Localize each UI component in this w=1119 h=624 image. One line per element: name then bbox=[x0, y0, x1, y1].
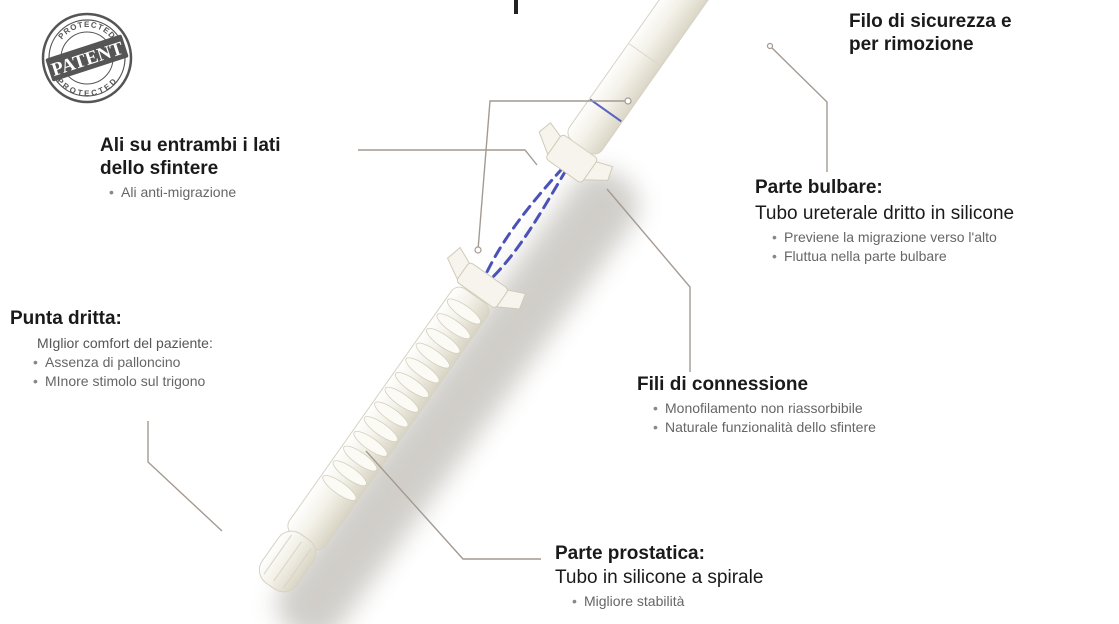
leader-dots bbox=[474, 42, 774, 254]
leader-prostatica bbox=[365, 450, 541, 560]
leader-lines bbox=[147, 45, 828, 560]
punta-bullet: MInore stimolo sul trigono bbox=[32, 372, 213, 391]
prostatica-subtitle: Tubo in silicone a spirale bbox=[555, 567, 764, 588]
filo-title-line2: per rimozione bbox=[849, 34, 974, 55]
ali-bullet: Ali anti-migrazione bbox=[108, 183, 281, 202]
ali-bullets: Ali anti-migrazione bbox=[108, 183, 281, 202]
fili-bullets: Monofilamento non riassorbibile Naturale… bbox=[652, 399, 876, 437]
punta-intro: MIglior comfort del paziente: bbox=[37, 335, 213, 351]
leader-ali-lower bbox=[477, 100, 628, 251]
badge-top-text: PROTECTED bbox=[57, 20, 117, 41]
prostatica-bullets: Migliore stabilità bbox=[571, 592, 763, 611]
fili-bullet: Monofilamento non riassorbibile bbox=[652, 399, 876, 418]
bulbare-bullet: Previene la migrazione verso l'alto bbox=[771, 228, 1014, 247]
ali-title-line2: dello sfintere bbox=[100, 158, 219, 179]
lower-wings bbox=[446, 246, 527, 310]
filo-title-line1: Filo di sicurezza e bbox=[849, 11, 1012, 32]
bulbare-subtitle: Tubo ureterale dritto in silicone bbox=[755, 203, 1015, 224]
bulbar-tube bbox=[567, 0, 715, 155]
leader-fili bbox=[606, 188, 691, 372]
stent-body bbox=[258, 0, 715, 593]
connecting-threads bbox=[485, 166, 568, 278]
callout-prostatica: Parte prostatica: Tubo in silicone a spi… bbox=[555, 542, 763, 611]
spiral-coils bbox=[322, 298, 482, 501]
prostatica-bullet: Migliore stabilità bbox=[571, 592, 763, 611]
callout-bulbare: Parte bulbare: Tubo ureterale dritto in … bbox=[755, 176, 1014, 266]
bulbare-title: Parte bulbare: bbox=[755, 177, 883, 198]
upper-wings bbox=[538, 122, 614, 183]
leader-filo bbox=[769, 45, 828, 172]
ali-title-line1: Ali su entrambi i lati bbox=[100, 135, 281, 156]
punta-bullets: Assenza di palloncino MInore stimolo sul… bbox=[32, 353, 213, 391]
prostatica-title: Parte prostatica: bbox=[555, 543, 705, 564]
fili-title: Fili di connessione bbox=[637, 374, 809, 395]
callout-filo: Filo di sicurezza e per rimozione bbox=[849, 10, 1012, 56]
stent-shadow bbox=[276, 169, 639, 624]
bulbare-bullet: Fluttua nella parte bulbare bbox=[771, 247, 1014, 266]
svg-text:PROTECTED: PROTECTED bbox=[57, 20, 118, 41]
patent-badge-icon: PATENT PROTECTED PROTECTED bbox=[41, 12, 133, 104]
punta-bullet: Assenza di palloncino bbox=[32, 353, 213, 372]
leader-punta bbox=[147, 421, 223, 532]
callout-punta: Punta dritta: MIglior comfort del pazien… bbox=[10, 307, 213, 391]
callout-fili: Fili di connessione Monofilamento non ri… bbox=[637, 373, 876, 437]
bulbare-bullets: Previene la migrazione verso l'alto Flut… bbox=[771, 228, 1014, 266]
punta-title: Punta dritta: bbox=[10, 308, 122, 329]
partial-stroke bbox=[514, 0, 518, 14]
fili-bullet: Naturale funzionalità dello sfintere bbox=[652, 418, 876, 437]
badge-center-text: PATENT bbox=[49, 38, 126, 81]
callout-ali: Ali su entrambi i lati dello sfintere Al… bbox=[100, 134, 281, 202]
leader-ali bbox=[358, 149, 538, 166]
